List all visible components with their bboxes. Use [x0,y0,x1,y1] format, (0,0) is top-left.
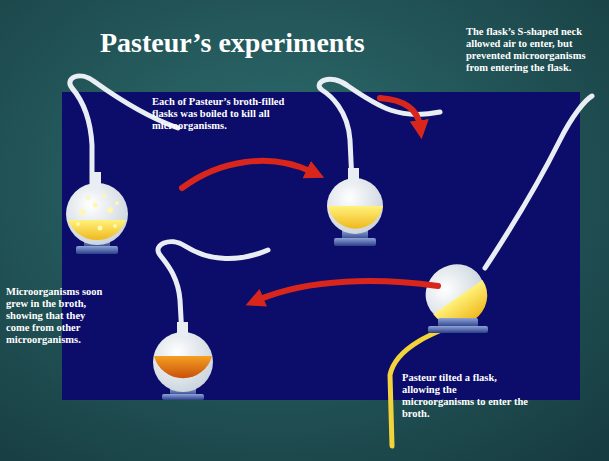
contaminated-flask [153,242,268,400]
slide-title: Pasteur’s experiments [100,28,365,59]
tilted-flask [390,96,592,446]
swan-neck-flask [319,79,440,246]
annotation-note: The flask’s S-shaped neck allowed air to… [466,26,604,74]
annotation-note: Each of Pasteur’s broth-filled flasks wa… [152,96,294,132]
annotation-note: Microorganisms soon grew in the broth, s… [6,286,106,346]
annotation-note: Pasteur tilted a flask, allowing the mic… [402,372,530,420]
dark-panel [62,92,580,400]
